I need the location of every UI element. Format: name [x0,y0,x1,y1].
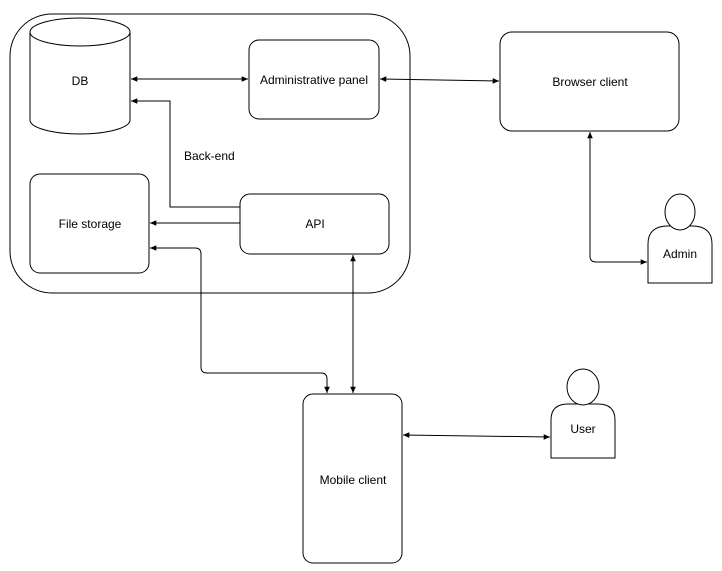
api-node: API [239,193,390,255]
edge-mobile-client-user [402,432,551,440]
backend-label: Back-end [184,149,235,163]
edge-admin-panel-browser-client [379,76,500,84]
admin-panel-node: Administrative panel [248,39,380,120]
edge-browser-client-admin [587,132,647,265]
admin-actor: Admin [647,193,713,284]
file-storage-node: File storage [29,173,150,274]
file-storage-label: File storage [59,217,122,231]
api-label: API [305,217,324,231]
admin-panel-label: Administrative panel [260,73,368,87]
browser-client-node: Browser client [499,31,680,132]
db-label: DB [72,74,89,88]
admin-actor-icon [647,225,713,284]
admin-actor-label: Admin [663,247,697,261]
db-node: DB [29,17,131,135]
user-actor: User [550,368,616,459]
mobile-client-label: Mobile client [320,473,387,487]
edge-api-db [131,98,240,208]
edge-file-storage-mobile-client [150,245,330,393]
user-actor-label: User [570,422,595,436]
browser-client-label: Browser client [552,75,628,89]
mobile-client-node: Mobile client [302,393,403,564]
user-actor-icon [550,403,616,459]
